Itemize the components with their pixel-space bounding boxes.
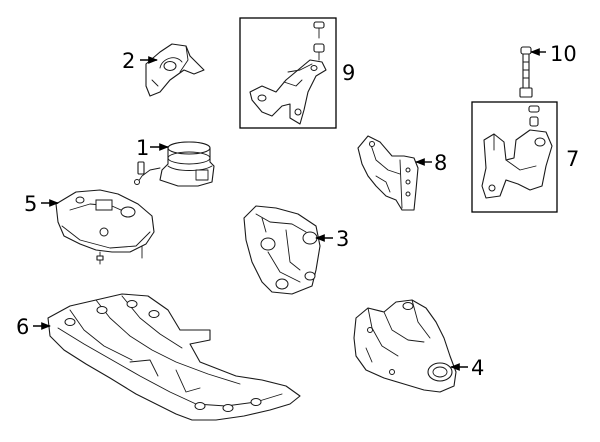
support-bracket-drawing[interactable] bbox=[357, 135, 419, 211]
lower-mount-bracket-drawing[interactable] bbox=[55, 189, 155, 265]
crossmember-drawing[interactable] bbox=[47, 293, 301, 421]
mount-bracket-small-drawing[interactable] bbox=[145, 43, 205, 97]
engine-mount-bracket-drawing[interactable] bbox=[243, 205, 321, 295]
transmission-mount-drawing[interactable] bbox=[353, 299, 457, 393]
callout-label-2: 2 bbox=[122, 49, 135, 73]
bracket-kit-right-drawing[interactable] bbox=[481, 105, 553, 199]
callout-10: 10 bbox=[530, 42, 577, 66]
callout-label-4: 4 bbox=[471, 356, 484, 380]
callout-label-6: 6 bbox=[16, 315, 29, 339]
upper-engine-mount-drawing[interactable] bbox=[134, 141, 215, 187]
callout-8: 8 bbox=[415, 151, 447, 175]
callout-4: 4 bbox=[450, 356, 484, 380]
long-bolt-drawing[interactable] bbox=[519, 46, 533, 98]
bracket-kit-left-frame bbox=[239, 17, 337, 129]
callout-label-7: 7 bbox=[566, 147, 579, 171]
callout-1: 1 bbox=[136, 136, 169, 160]
callout-label-9: 9 bbox=[342, 61, 355, 85]
callout-2: 2 bbox=[122, 49, 158, 73]
callout-7: 7 bbox=[566, 147, 579, 171]
callout-label-5: 5 bbox=[24, 192, 37, 216]
callout-9: 9 bbox=[342, 61, 355, 85]
callout-5: 5 bbox=[24, 192, 59, 216]
callout-label-10: 10 bbox=[550, 42, 577, 66]
bracket-kit-right-frame bbox=[471, 101, 558, 213]
bracket-kit-left-drawing[interactable] bbox=[249, 21, 327, 125]
callout-6: 6 bbox=[16, 315, 51, 339]
callout-label-1: 1 bbox=[136, 136, 149, 160]
callout-label-8: 8 bbox=[434, 151, 447, 175]
callout-3: 3 bbox=[315, 227, 349, 251]
callout-label-3: 3 bbox=[336, 227, 349, 251]
